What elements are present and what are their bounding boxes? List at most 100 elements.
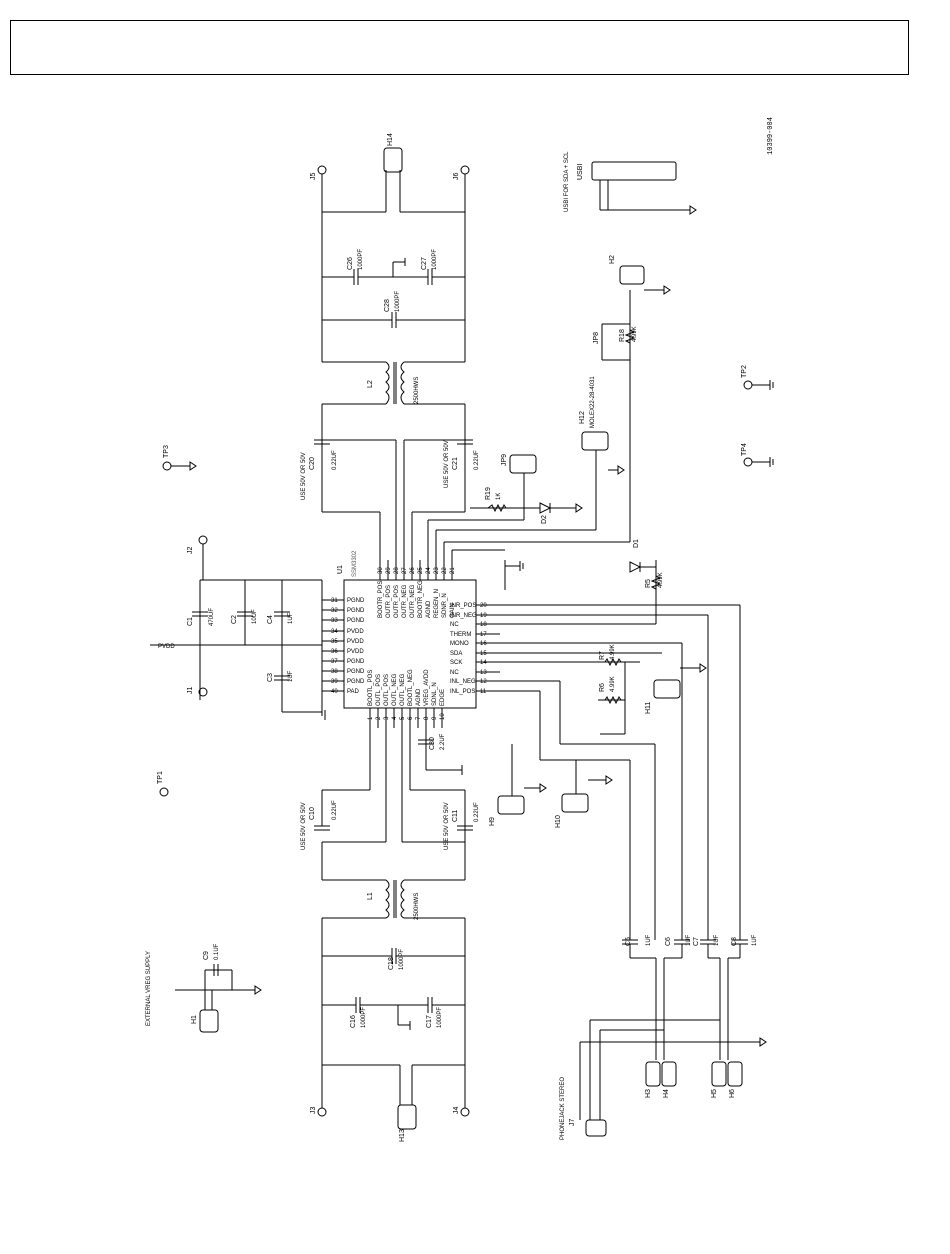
schematic-label: H5 (711, 1089, 718, 1098)
schematic-label: C11 (452, 810, 459, 822)
schematic-label: TP4 (741, 443, 748, 456)
schematic-label: C6 (665, 937, 672, 946)
schematic-label: INL_NEG (450, 679, 476, 685)
schematic-label: 2.2UF (440, 733, 446, 750)
schematic-label: 0.22UF (332, 800, 338, 820)
schematic-label: H13 (399, 1129, 406, 1142)
schematic-label: OUTL_NEG (392, 673, 398, 706)
u1-left-pins (322, 599, 344, 692)
schematic-label: R18 (619, 329, 626, 342)
schematic-label: 0.1UF (214, 943, 220, 960)
schematic-label: 1 (368, 716, 374, 720)
schematic-label: J7 (569, 1119, 576, 1127)
schematic-label: 20 (480, 603, 487, 609)
schematic-label: 4.99K (632, 326, 638, 342)
schematic-label: 7 (416, 716, 422, 720)
schematic-label: OUTL_POS (384, 674, 390, 706)
schematic-label: H11 (645, 702, 652, 714)
schematic-label: AGND (416, 688, 422, 706)
schematic-label: 10 (440, 713, 446, 720)
schematic-label: 2 (376, 716, 382, 720)
schematic-label: H4 (663, 1089, 670, 1098)
schematic-label: PGND (347, 659, 365, 665)
schematic-label: 4.99K (610, 676, 616, 692)
schematic-label: TP1 (157, 771, 164, 784)
schematic-label: 4.99K (658, 572, 664, 588)
schematic-label: 40 (331, 689, 338, 695)
schematic-label: MONO (450, 641, 469, 647)
schematic-label: 22 (442, 567, 448, 574)
schematic-label: 8 (424, 716, 430, 720)
schematic-label: EDGE (440, 689, 446, 706)
schematic-label: INR_NEG (450, 613, 477, 619)
schematic-label: USE 50V OR 50V (444, 802, 450, 850)
schematic-label: SDA (450, 651, 462, 657)
schematic-label: 34 (331, 629, 338, 635)
schematic-label: 29 (386, 567, 392, 574)
schematic-label: L1 (367, 892, 374, 900)
schematic-label: J3 (310, 1107, 317, 1115)
schematic-label: 4.99K (610, 644, 616, 660)
schematic-label: 1000PF (361, 1007, 367, 1028)
schematic-label: 27 (402, 567, 408, 574)
schematic-label: SDNL_N (432, 682, 438, 706)
schematic-label: USE 50V OR 50V (301, 452, 307, 500)
schematic-label: 5 (400, 716, 406, 720)
schematic-label: 17 (480, 632, 487, 638)
schematic-label: C5 (625, 937, 632, 946)
schematic-label: J4 (453, 1107, 460, 1115)
schematic-label: 1UF (686, 934, 692, 946)
schematic-label: 14 (480, 660, 487, 666)
schematic-label: PGND (347, 679, 365, 685)
schematic-label: 28 (394, 567, 400, 574)
schematic-label: 33 (331, 618, 338, 624)
schematic-label: 26 (410, 567, 416, 574)
schematic-label: THERM (450, 632, 471, 638)
schematic-label: SCK (450, 660, 462, 666)
schematic-label: 2500HWS (414, 377, 420, 404)
schematic-label: R19 (485, 487, 492, 500)
schematic-label: 31 (331, 598, 338, 604)
schematic-label: JP9 (501, 454, 508, 466)
schematic-label: BOOTL_POS (368, 670, 374, 706)
schematic-label: C17 (426, 1015, 433, 1028)
schematic-label: 2500HWS (414, 893, 420, 920)
schematic-label: 0.22UF (474, 802, 480, 822)
schematic-label: 37 (331, 659, 338, 665)
schematic-label: C3 (267, 673, 274, 682)
schematic-label: H12 (579, 411, 586, 424)
schematic-label: 18 (480, 622, 487, 628)
schematic-label: H1 (191, 1015, 198, 1024)
schematic-label: TP2 (741, 365, 748, 378)
schematic-label: JP8 (593, 332, 600, 344)
schematic-label: INL_POS (450, 689, 475, 695)
schematic-label: 25 (418, 567, 424, 574)
schematic-label: C2 (231, 615, 238, 624)
schematic-label: 15 (480, 651, 487, 657)
schematic-label: OUTR_POS (386, 585, 392, 618)
schematic-label: VREG_AVDD (424, 669, 430, 706)
schematic-label: C1 (187, 617, 194, 626)
schematic-label: AGND (426, 600, 432, 618)
schematic-label: 4 (392, 716, 398, 720)
molex-note: MOLEX22-28-4031 (590, 376, 596, 428)
schematic-label: C7 (693, 937, 700, 946)
schematic-label: R7 (599, 651, 606, 660)
u1-right-pins (476, 604, 500, 692)
schematic-label: H6 (729, 1089, 736, 1098)
schematic-label: J6 (453, 173, 460, 181)
schematic-label: OUTR_NEG (410, 584, 416, 618)
schematic-label: 6 (408, 716, 414, 720)
schematic-label: USE 50V OR 50V (301, 802, 307, 850)
schematic-label: BOOTL_NEG (408, 669, 414, 706)
schematic-label: 9 (432, 716, 438, 720)
u1-bottom-pins (369, 708, 443, 728)
schematic-label: H10 (555, 815, 562, 828)
schematic-label: REGEN_N (434, 589, 440, 618)
schematic-label: 1000PF (437, 1007, 443, 1028)
u1-part: SSM3302 (352, 550, 358, 577)
schematic-label: 11 (480, 689, 487, 695)
schematic-label: R6 (599, 683, 606, 692)
schematic-label: H9 (489, 817, 496, 826)
